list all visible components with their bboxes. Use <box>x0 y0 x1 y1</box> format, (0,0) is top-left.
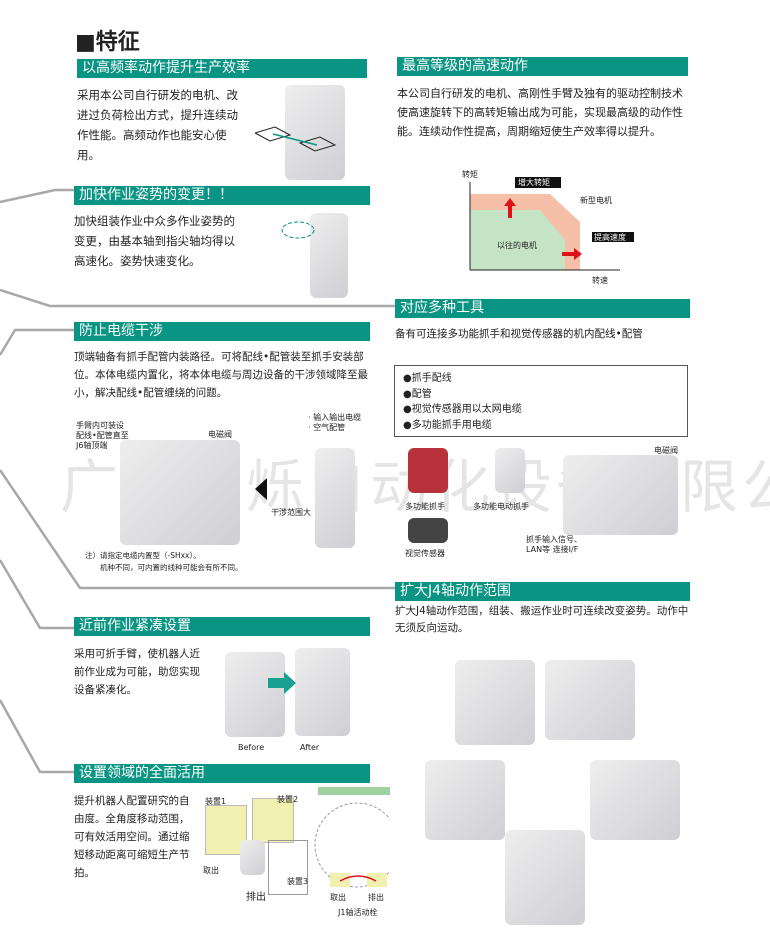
old-motor-label: 以往的电机 <box>497 241 537 250</box>
list-item: ●配管 <box>403 388 432 400</box>
section-heading: 加快作业姿势的变更！！ <box>74 186 370 205</box>
electric-gripper-label: 多功能电动抓手 <box>473 502 529 511</box>
after-label: After <box>300 743 320 752</box>
device-2-label: 装置2 <box>277 795 299 804</box>
x-axis-label: 转速 <box>592 276 608 285</box>
electric-gripper-image <box>495 448 525 493</box>
robot-pose-image <box>590 760 680 840</box>
section-heading: 近前作业紧凑设置 <box>74 617 370 636</box>
old-motor-area <box>470 210 565 270</box>
list-item: ●视觉传感器用以太网电缆 <box>403 404 522 415</box>
j1-label: J1轴活动栓 <box>338 908 378 917</box>
robot-pose-image <box>455 660 535 745</box>
arrow-right-icon <box>268 672 296 694</box>
take-out-label: 取出 <box>330 893 346 902</box>
section-body: 采用本公司自行研发的电机、改进过负荷检出方式，提升连续动作性能。高频动作也能安心… <box>77 88 238 162</box>
valve-label: 电磁阀 <box>208 430 232 439</box>
section-heading: 防止电缆干涉 <box>74 322 370 341</box>
gripper-image <box>408 448 448 493</box>
note-line: 注）请指定电缆内置型（-SHxx）。 <box>85 551 201 560</box>
motion-planes-icon <box>255 126 337 152</box>
gripper-label: 多功能抓手 <box>405 502 445 511</box>
device-3-box <box>268 840 308 895</box>
robot-image <box>315 448 355 548</box>
y-axis-label: 转矩 <box>462 170 478 179</box>
conveyor-strip <box>318 787 390 795</box>
robot-image <box>310 213 348 298</box>
robot-image <box>285 85 345 180</box>
section-body: 提升机器人配置研究的自由度。全角度移动范围，可有效活用空间。通过缩短移动距离可缩… <box>74 795 190 879</box>
section-heading: 以高频率动作提升生产效率 <box>77 59 367 78</box>
section-body: 顶端轴备有抓手配管内装路径。可将配线•配管装至抓手安装部位。本体电缆内置化，将本… <box>74 351 368 399</box>
device-1-label: 装置1 <box>205 797 227 806</box>
section-body: 备有可连接多功能抓手和视觉传感器的机内配线•配管 <box>395 328 643 340</box>
robot-arm-image <box>563 455 678 535</box>
list-item: ●抓手配线 <box>403 373 452 384</box>
take-out-label: 取出 <box>203 866 219 875</box>
vision-sensor-image <box>408 518 448 543</box>
before-label: Before <box>238 743 265 752</box>
page-title-text: 特征 <box>95 30 140 55</box>
section-body: 采用可折手臂，使机器人近前作业成为可能，助您实现设备紧凑化。 <box>74 648 200 696</box>
torque-speed-chart <box>469 177 634 271</box>
section-heading: 设置领域的全面活用 <box>74 764 370 783</box>
vision-sensor-label: 视觉传感器 <box>405 549 445 558</box>
robot-before-image <box>225 652 285 737</box>
torque-label: 增大转矩 <box>518 178 550 187</box>
rotation-arrows-icon <box>281 221 315 239</box>
robot-pose-image <box>505 830 585 925</box>
interference-range-label: 干涉范围大 <box>271 508 311 517</box>
section-heading: 最高等级的高速动作 <box>397 57 688 76</box>
note-line: 机种不同，可内置的线种可能会有所不同。 <box>100 563 243 572</box>
discharge-label: 排出 <box>246 892 266 903</box>
robot-image <box>240 840 265 875</box>
valve-label: 电磁阀 <box>654 446 678 455</box>
robot-pose-image <box>545 660 635 740</box>
arm-wiring-label: 手臂内可装设配线•配管直至J6轴顶端 <box>76 421 129 450</box>
robot-pose-image <box>425 760 505 840</box>
robot-after-image <box>295 648 350 736</box>
speed-label: 提高速度 <box>594 233 626 242</box>
speed-arrow <box>562 248 582 260</box>
device-3-label: 装置3 <box>287 877 309 886</box>
page-title: ■特征 <box>75 30 140 55</box>
device-2-box <box>252 798 294 843</box>
section-heading: 对应多种工具 <box>395 299 690 318</box>
io-label: 抓手输入信号、 LAN等 连接I/F <box>526 535 582 554</box>
robot-arm-image <box>120 440 240 545</box>
section-body: 加快组装作业中众多作业姿势的变更，由基本轴到指尖轴均得以高速化。姿势快速变化。 <box>74 214 235 268</box>
j1-rotation-diagram <box>314 802 390 888</box>
discharge-label: 排出 <box>368 893 384 902</box>
cable-list: ●抓手配线 ●配管 ●视觉传感器用以太网电缆 ●多功能抓手用电缆 <box>394 365 688 437</box>
section-body: 扩大J4轴动作范围，组装、搬运作业时可连续改变姿势。动作中无须反向运动。 <box>395 605 689 634</box>
arrow-left-icon <box>255 478 267 500</box>
torque-arrow <box>504 198 516 218</box>
new-motor-label: 新型电机 <box>580 196 612 205</box>
list-item: ●多功能抓手用电缆 <box>403 419 492 431</box>
section-heading: 扩大J4轴动作范围 <box>395 582 690 601</box>
cables-label: · 输入输出电缆 · 空气配管 <box>308 413 362 432</box>
section-body: 本公司自行研发的电机、高刚性手臂及独有的驱动控制技术使高速旋转下的高转矩输出成为… <box>397 87 683 138</box>
